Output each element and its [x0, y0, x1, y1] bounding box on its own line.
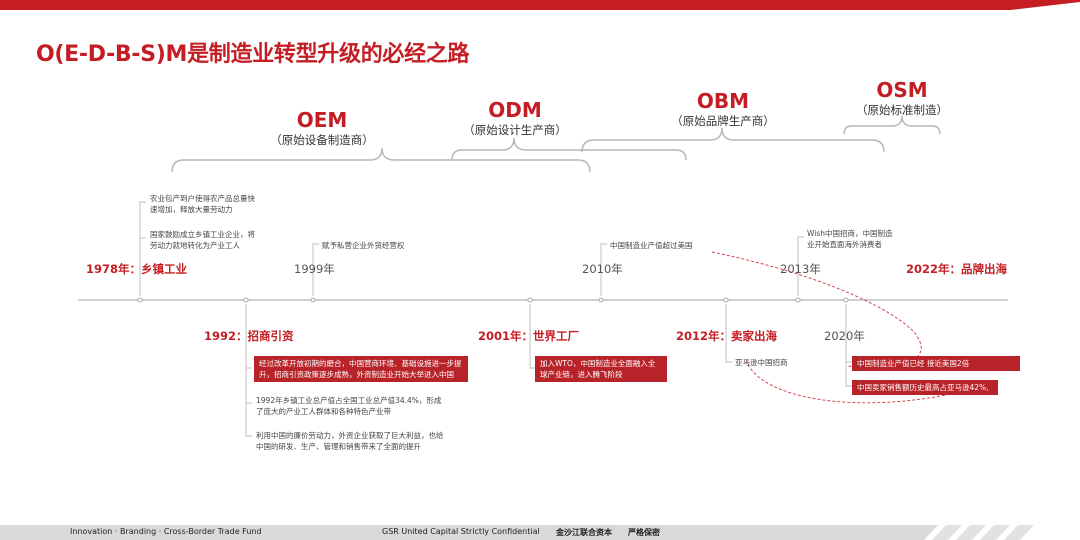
model-odm: ODM （原始设计生产商） — [456, 98, 574, 138]
year-1999: 1999年 — [294, 262, 335, 276]
footer-bar — [0, 525, 1034, 540]
model-oem-desc: （原始设备制造商） — [270, 133, 374, 147]
note-2010: 中国制造业产值超过美国 — [610, 241, 693, 250]
page-title: O(E-D-B-S)M是制造业转型升级的必经之路 — [36, 42, 470, 67]
note-1992-b: 利用中国的廉价劳动力，外资企业获取了巨大利益，也给中国的研发、生产、管理和销售带… — [256, 431, 444, 451]
model-oem: OEM （原始设备制造商） — [263, 108, 381, 148]
model-obm-desc: （原始品牌生产商） — [671, 114, 775, 128]
note-2012: 亚马逊中国招商 — [735, 358, 788, 367]
note-1999: 赋予私营企业外贸经营权 — [322, 241, 405, 250]
top-accent-bar — [0, 0, 1080, 10]
year-2022: 2022年：品牌出海 — [906, 262, 1008, 276]
footer-company: 金沙江联合资本 — [556, 528, 612, 537]
year-2020: 2020年 — [824, 329, 865, 343]
year-2013: 2013年 — [780, 262, 821, 276]
model-odm-code: ODM — [488, 98, 542, 122]
year-1978: 1978年：乡镇工业 — [86, 262, 188, 276]
model-osm-code: OSM — [876, 78, 928, 102]
model-obm-code: OBM — [696, 89, 750, 113]
year-2010: 2010年 — [582, 262, 623, 276]
note-1992-a: 1992年乡镇工业总产值占全国工业总产值34.4%，形成了庞大的产业工人群体和各… — [256, 396, 442, 416]
footer-confidential: GSR United Capital Strictly Confidential — [382, 527, 540, 536]
obm-brace — [581, 127, 885, 153]
year-2001: 2001年：世界工厂 — [478, 329, 580, 343]
osm-brace — [843, 115, 941, 135]
note-2013: Wish中国招商，中国制造业开始直面海外消费者 — [807, 229, 893, 249]
model-oem-code: OEM — [296, 108, 348, 132]
year-2012: 2012年：卖家出海 — [676, 329, 778, 343]
trend-arc-inner — [745, 359, 961, 404]
model-odm-desc: （原始设计生产商） — [463, 123, 567, 137]
highlight-2020-a: 中国制造业产值已经 接近美国2倍 — [852, 356, 1020, 371]
year-1992: 1992：招商引资 — [204, 329, 294, 343]
odm-brace — [451, 137, 687, 161]
footer-secret: 严格保密 — [628, 528, 660, 537]
highlight-2020-b: 中国卖家销售额历史最高占亚马逊42%, — [852, 380, 998, 395]
note-1978-b: 国家鼓励成立乡镇工业企业，将劳动力就地转化为产业工人 — [150, 230, 255, 250]
model-obm: OBM （原始品牌生产商） — [664, 89, 782, 129]
model-osm: OSM （原始标准制造） — [846, 78, 958, 118]
highlight-1992: 经过改革开放初期的磨合，中国营商环境、基础设施进一步提升，招商引资政策逐步成熟，… — [254, 356, 468, 382]
highlight-2001: 加入WTO，中国制造业全面融入全球产业链，进入腾飞阶段 — [535, 356, 667, 382]
footer-fund-name: Innovation · Branding · Cross-Border Tra… — [70, 527, 262, 536]
oem-brace — [171, 147, 591, 173]
note-1978-a: 农业包产到户使得农产品总量快速增加，释放大量劳动力 — [150, 194, 255, 214]
model-osm-desc: （原始标准制造） — [856, 103, 948, 117]
